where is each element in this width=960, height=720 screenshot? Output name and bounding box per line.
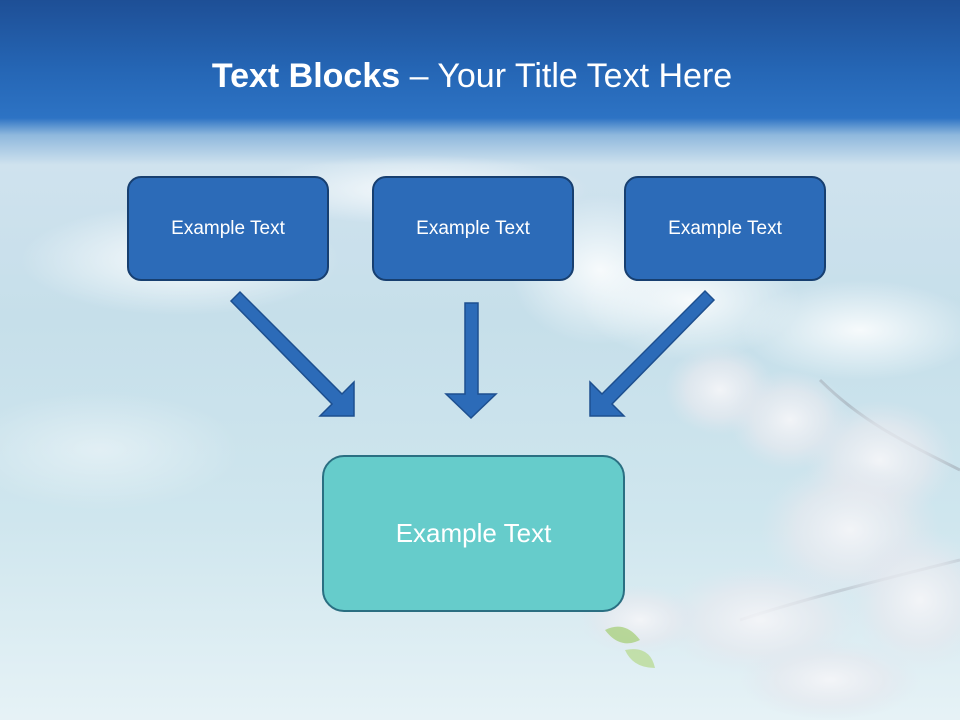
- page-title: Text Blocks – Your Title Text Here: [0, 54, 944, 98]
- top-text-box-2-label: Example Text: [416, 217, 530, 239]
- top-text-box-3: Example Text: [624, 176, 826, 281]
- top-text-box-2: Example Text: [372, 176, 574, 281]
- title-rest-text: – Your Title Text Here: [400, 57, 733, 95]
- top-text-box-1: Example Text: [127, 176, 329, 281]
- target-text-box-label: Example Text: [395, 518, 552, 548]
- cherry-blossom-branch: [580, 345, 960, 720]
- top-text-box-1-label: Example Text: [171, 217, 285, 239]
- top-text-box-3-label: Example Text: [668, 217, 782, 239]
- arrow-right-to-target: [589, 289, 716, 417]
- arrow-center-to-target: [444, 302, 498, 420]
- arrow-left-to-target: [229, 290, 355, 417]
- title-bold-text: Text Blocks: [211, 57, 401, 95]
- target-text-box: Example Text: [322, 455, 625, 612]
